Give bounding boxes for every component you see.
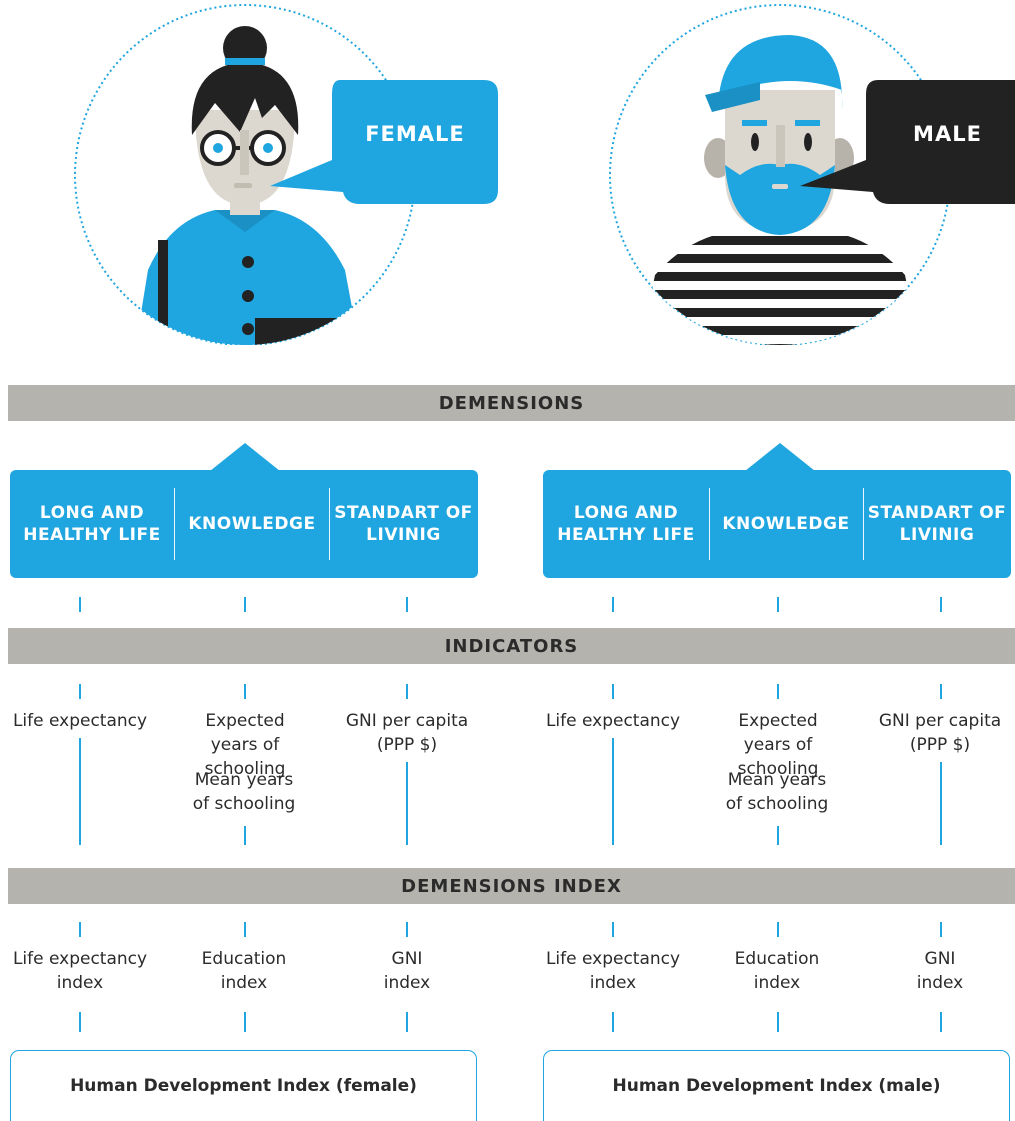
male-indicator-life-expectancy: Life expectancy bbox=[545, 711, 681, 731]
male-indicator-expected-years: Expected years of schooling bbox=[737, 711, 819, 779]
connector-tick bbox=[79, 684, 81, 699]
male-dimension-long-healthy-life: LONG AND HEALTHY LIFE bbox=[557, 503, 695, 545]
male-panel-divider-2 bbox=[863, 488, 864, 560]
female-hdi-box: Human Development Index (female) bbox=[10, 1050, 477, 1121]
male-indicator-mean-years: Mean years of schooling bbox=[725, 770, 829, 814]
connector-tick bbox=[244, 922, 246, 937]
connector-tick bbox=[406, 597, 408, 612]
female-panel-divider-1 bbox=[174, 488, 175, 560]
connector-line bbox=[612, 738, 614, 845]
connector-tick bbox=[777, 1012, 779, 1032]
male-speech-bubble bbox=[800, 80, 1015, 204]
dimensions-band: DEMENSIONS bbox=[8, 385, 1015, 421]
connector-line bbox=[940, 762, 942, 845]
connector-tick bbox=[777, 684, 779, 699]
female-dimension-long-healthy-life: LONG AND HEALTHY LIFE bbox=[23, 503, 161, 545]
female-dimension-knowledge: KNOWLEDGE bbox=[188, 514, 316, 534]
female-speech-bubble bbox=[270, 80, 498, 204]
connector-tick bbox=[79, 922, 81, 937]
female-indicator-mean-years: Mean years of schooling bbox=[192, 770, 296, 814]
male-speech-label: MALE bbox=[913, 122, 982, 146]
female-indicator-expected-years: Expected years of schooling bbox=[204, 711, 286, 779]
male-education-index: Education index bbox=[734, 949, 820, 993]
female-dimension-standard-of-living: STANDART OF LIVINIG bbox=[334, 503, 473, 545]
female-life-expectancy-index: Life expectancy index bbox=[12, 949, 148, 993]
connector-tick bbox=[406, 1012, 408, 1032]
indicators-band: INDICATORS bbox=[8, 628, 1015, 664]
connector-tick bbox=[940, 1012, 942, 1032]
male-dimension-knowledge: KNOWLEDGE bbox=[722, 514, 850, 534]
male-dimension-standard-of-living: STANDART OF LIVINIG bbox=[867, 503, 1007, 545]
connector-tick bbox=[79, 597, 81, 612]
connector-line bbox=[777, 826, 779, 845]
female-indicator-life-expectancy: Life expectancy bbox=[12, 711, 148, 731]
dimensions-index-band: DEMENSIONS INDEX bbox=[8, 868, 1015, 904]
male-panel-notch bbox=[740, 443, 820, 475]
male-gni-index: GNI index bbox=[916, 949, 964, 993]
connector-tick bbox=[244, 684, 246, 699]
female-speech-label: FEMALE bbox=[365, 122, 465, 146]
connector-tick bbox=[940, 597, 942, 612]
female-education-index: Education index bbox=[201, 949, 287, 993]
connector-line bbox=[406, 762, 408, 845]
connector-line bbox=[244, 826, 246, 845]
female-dimensions-panel bbox=[10, 470, 478, 578]
connector-tick bbox=[940, 684, 942, 699]
female-panel-notch bbox=[205, 443, 285, 475]
connector-tick bbox=[244, 1012, 246, 1032]
male-hdi-box: Human Development Index (male) bbox=[543, 1050, 1010, 1121]
female-indicator-gni: GNI per capita (PPP $) bbox=[345, 711, 469, 755]
connector-tick bbox=[940, 922, 942, 937]
female-panel-divider-2 bbox=[329, 488, 330, 560]
female-avatar-illustration bbox=[74, 4, 498, 345]
connector-tick bbox=[244, 597, 246, 612]
female-gni-index: GNI index bbox=[383, 949, 431, 993]
male-avatar-illustration bbox=[609, 4, 1015, 345]
connector-tick bbox=[612, 922, 614, 937]
connector-tick bbox=[777, 922, 779, 937]
male-dimensions-panel bbox=[543, 470, 1011, 578]
connector-tick bbox=[612, 1012, 614, 1032]
connector-tick bbox=[612, 684, 614, 699]
male-indicator-gni: GNI per capita (PPP $) bbox=[878, 711, 1002, 755]
connector-tick bbox=[612, 597, 614, 612]
male-panel-divider-1 bbox=[709, 488, 710, 560]
connector-tick bbox=[406, 922, 408, 937]
male-life-expectancy-index: Life expectancy index bbox=[545, 949, 681, 993]
connector-line bbox=[79, 738, 81, 845]
connector-tick bbox=[777, 597, 779, 612]
connector-tick bbox=[406, 684, 408, 699]
connector-tick bbox=[79, 1012, 81, 1032]
